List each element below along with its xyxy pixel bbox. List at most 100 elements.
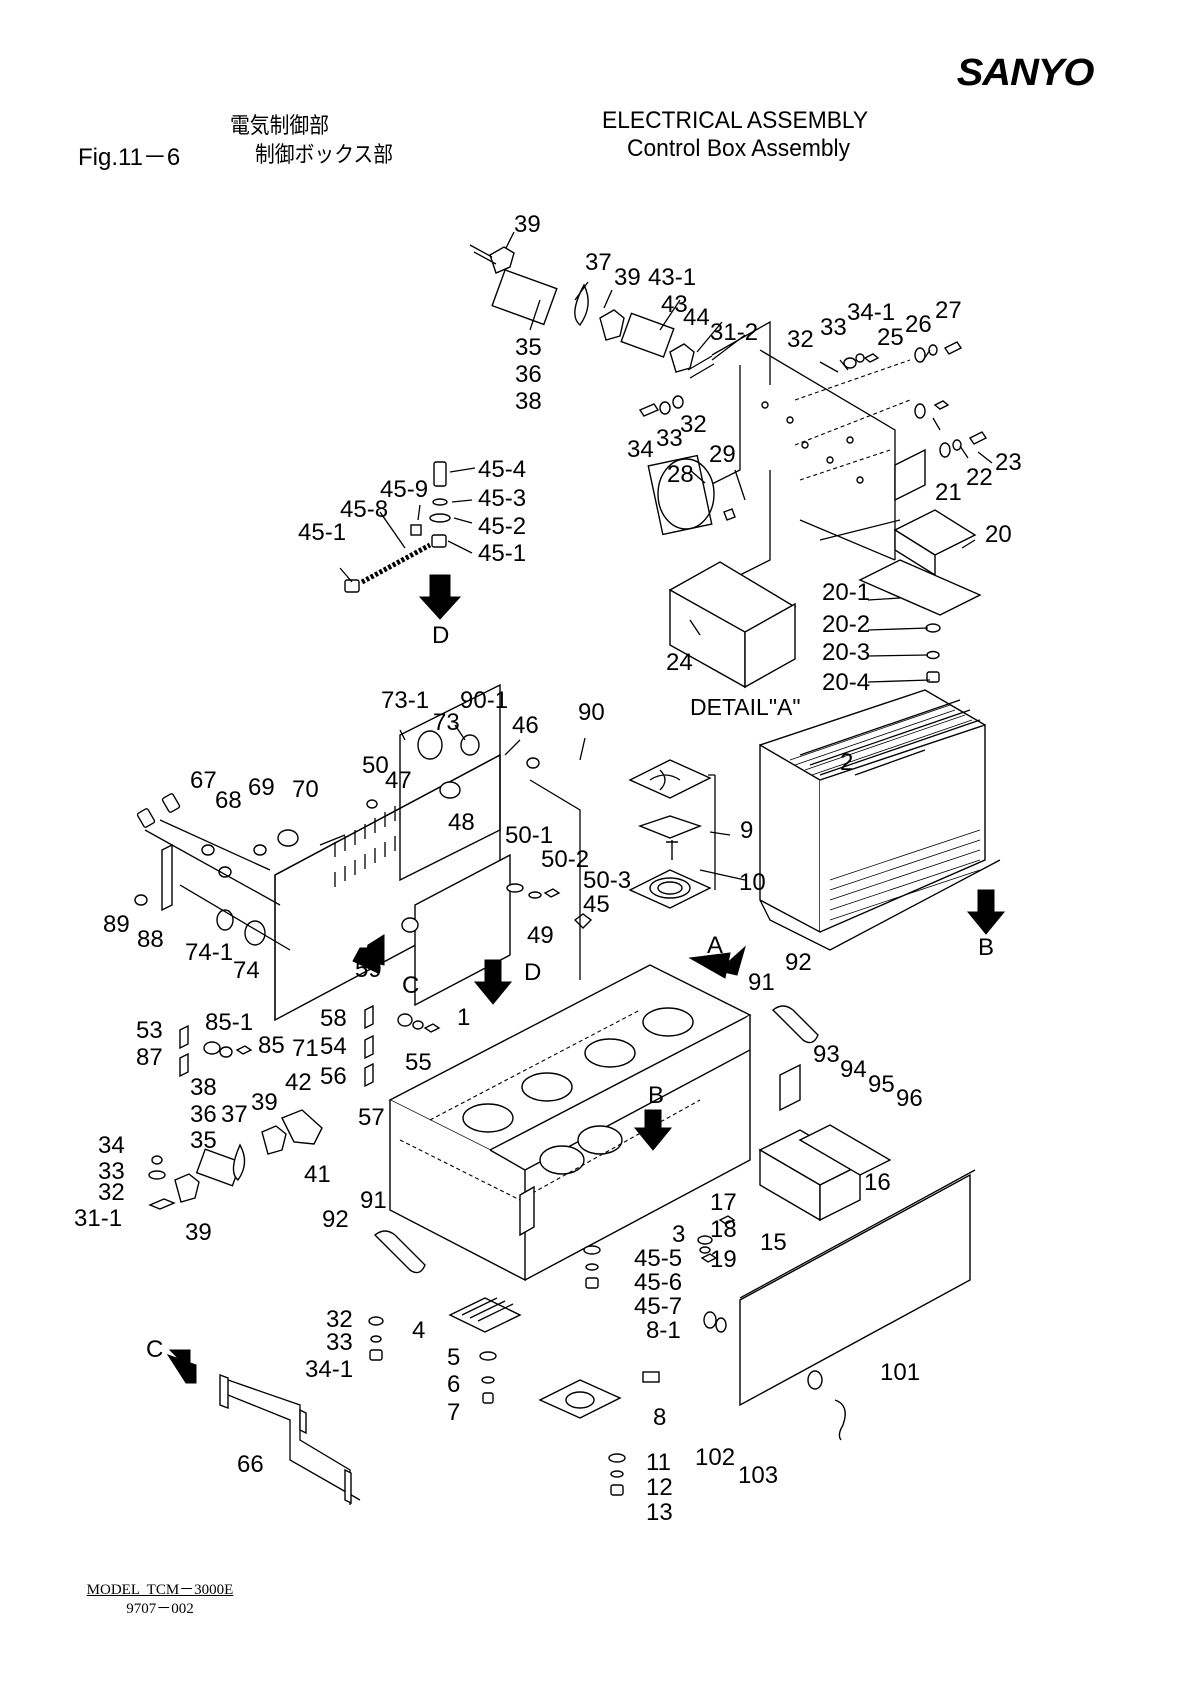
card-rack	[759, 689, 1001, 951]
callout-71: 71	[292, 1035, 319, 1062]
callout-48: 48	[448, 809, 475, 836]
callout-9: 9	[740, 817, 753, 844]
callout-34-1: 34-1	[847, 299, 895, 326]
handle-left	[373, 1230, 426, 1274]
callout-32: 32	[787, 326, 814, 353]
callout-19: 19	[710, 1246, 737, 1273]
view-label-b: B	[978, 934, 994, 961]
view-label-c: C	[146, 1336, 163, 1363]
callout-31-1: 31-1	[74, 1205, 122, 1232]
view-arrow-c-cable	[166, 1349, 197, 1384]
view-label-b: B	[648, 1082, 664, 1109]
callout-91: 91	[360, 1187, 387, 1214]
callout-20: 20	[985, 521, 1012, 548]
callout-45-4: 45-4	[478, 456, 526, 483]
callout-32: 32	[680, 411, 707, 438]
callout-58: 58	[320, 1005, 347, 1032]
callout-29: 29	[709, 441, 736, 468]
callout-4: 4	[412, 1317, 425, 1344]
callout-85: 85	[258, 1032, 285, 1059]
callout-102: 102	[695, 1444, 735, 1471]
pcb-modules	[758, 1124, 892, 1222]
callout-87: 87	[136, 1044, 163, 1071]
view-arrow-c-panel	[352, 934, 385, 974]
callout-3: 3	[672, 1221, 685, 1248]
callout-20-1: 20-1	[822, 579, 870, 606]
callout-55: 55	[405, 1049, 432, 1076]
callout-38: 38	[515, 388, 542, 415]
callout-21: 21	[935, 479, 962, 506]
callout-67: 67	[190, 767, 217, 794]
callout-8: 8	[653, 1404, 666, 1431]
callout-49: 49	[527, 922, 554, 949]
callout-53: 53	[136, 1017, 163, 1044]
callout-5: 5	[447, 1344, 460, 1371]
callout-39: 39	[251, 1089, 278, 1116]
callout-labels: 39 37 39 43-1 43 44 31-2 35 36 38 32 33 …	[74, 211, 1022, 1526]
detail-a-bracket	[638, 320, 988, 689]
callout-47: 47	[385, 767, 412, 794]
callout-46: 46	[512, 712, 539, 739]
terminal-block-group-left	[148, 1004, 441, 1210]
callout-45-8: 45-8	[340, 496, 388, 523]
callout-45-6: 45-6	[634, 1269, 682, 1296]
callout-45-5: 45-5	[634, 1245, 682, 1272]
callout-101: 101	[880, 1359, 920, 1386]
callout-69: 69	[248, 774, 275, 801]
callout-45-1: 45-1	[478, 540, 526, 567]
callout-68: 68	[215, 787, 242, 814]
view-label-c: C	[402, 972, 419, 999]
callout-7: 7	[447, 1399, 460, 1426]
callout-35: 35	[190, 1127, 217, 1154]
fan-assembly-top	[628, 759, 716, 909]
callout-54: 54	[320, 1033, 347, 1060]
callout-10: 10	[739, 869, 766, 896]
callout-2: 2	[840, 749, 853, 776]
ribbon-cable	[219, 1373, 361, 1505]
callout-92: 92	[785, 949, 812, 976]
callout-1: 1	[457, 1004, 470, 1031]
callout-17: 17	[710, 1189, 737, 1216]
callout-94: 94	[840, 1056, 867, 1083]
callout-95: 95	[868, 1071, 895, 1098]
callout-96: 96	[896, 1085, 923, 1112]
terminal-block-group-top	[469, 244, 715, 379]
view-label-d: D	[432, 622, 449, 649]
callout-24: 24	[666, 649, 693, 676]
callout-90: 90	[578, 699, 605, 726]
callout-28: 28	[667, 461, 694, 488]
callout-18: 18	[710, 1216, 737, 1243]
bottom-parts	[368, 1215, 846, 1496]
callout-31-2: 31-2	[710, 319, 758, 346]
callout-50-2: 50-2	[541, 846, 589, 873]
callout-42: 42	[285, 1069, 312, 1096]
callout-13: 13	[646, 1499, 673, 1526]
callout-74: 74	[233, 957, 260, 984]
callout-25: 25	[877, 324, 904, 351]
callout-45-9: 45-9	[380, 476, 428, 503]
callout-85-1: 85-1	[205, 1009, 253, 1036]
view-label-a: A	[707, 932, 723, 959]
model-number: MODEL TCM－3000E	[86, 1582, 234, 1598]
callout-45-3: 45-3	[478, 485, 526, 512]
view-arrow-a	[688, 945, 746, 979]
callout-92: 92	[322, 1206, 349, 1233]
callout-34: 34	[627, 436, 654, 463]
callout-37: 37	[585, 249, 612, 276]
callout-39: 39	[185, 1219, 212, 1246]
callout-59: 59	[355, 956, 382, 983]
callout-90-1: 90-1	[460, 687, 508, 714]
callout-43: 43	[661, 291, 688, 318]
side-cover-101	[739, 1169, 976, 1407]
callout-41: 41	[304, 1161, 331, 1188]
title-jp-secondary: 制御ボックス部	[255, 143, 394, 168]
callout-20-2: 20-2	[822, 611, 870, 638]
control-box-body	[388, 964, 801, 1282]
callout-43-1: 43-1	[648, 264, 696, 291]
callout-34-1: 34-1	[305, 1356, 353, 1383]
callout-20-3: 20-3	[822, 639, 870, 666]
callout-45-2: 45-2	[478, 513, 526, 540]
callout-38: 38	[190, 1074, 217, 1101]
callout-73: 73	[433, 709, 460, 736]
